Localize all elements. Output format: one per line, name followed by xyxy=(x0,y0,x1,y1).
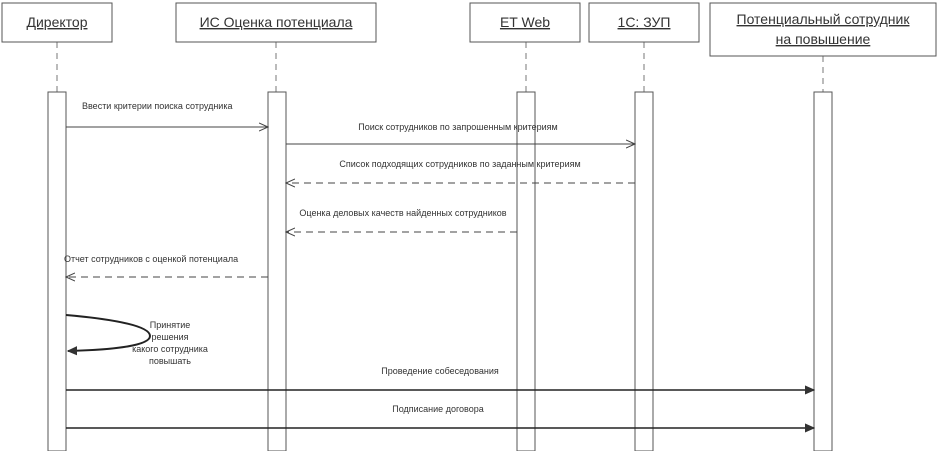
participant-box-etweb xyxy=(469,2,581,43)
participant-is: ИС Оценка потенциала xyxy=(175,2,377,451)
participant-box-zup xyxy=(588,2,700,43)
activation-bar-is xyxy=(267,91,287,451)
message-label: Ввести критерии поиска сотрудника xyxy=(82,101,232,111)
participant-zup: 1С: ЗУП xyxy=(588,2,700,451)
participant-box-candidate xyxy=(709,2,937,57)
activation-bar-zup xyxy=(634,91,654,451)
participant-label-candidate-line-1: Потенциальный сотрудник xyxy=(737,11,911,27)
message-potential-report: Отчет сотрудников с оценкой потенциала xyxy=(64,254,268,277)
participant-candidate: Потенциальный сотрудник на повышение xyxy=(709,2,937,451)
participant-label-is: ИС Оценка потенциала xyxy=(200,14,353,30)
participant-director: Директор xyxy=(1,2,113,451)
message-label-line-3: какого сотрудника xyxy=(132,344,208,354)
message-label: Оценка деловых качеств найденных сотрудн… xyxy=(299,208,506,218)
activation-bar-candidate xyxy=(813,91,833,451)
activation-bar-etweb xyxy=(516,91,536,451)
message-employee-list: Список подходящих сотрудников по заданны… xyxy=(286,159,635,183)
participant-label-candidate-line-2: на повышение xyxy=(776,31,871,47)
message-sign-contract: Подписание договора xyxy=(66,404,814,428)
self-call-arrow xyxy=(65,314,152,351)
message-business-qualities: Оценка деловых качеств найденных сотрудн… xyxy=(286,208,517,232)
participant-label-zup: 1С: ЗУП xyxy=(618,14,671,30)
message-decision-self: Принятие решения какого сотрудника повыш… xyxy=(65,314,208,366)
participant-label-director: Директор xyxy=(27,14,88,30)
message-label: Поиск сотрудников по запрошенным критери… xyxy=(358,122,557,132)
message-label-line-1: Принятие xyxy=(150,320,191,330)
activation-bar-director xyxy=(47,91,67,451)
message-label-line-4: повышать xyxy=(149,356,191,366)
participant-box-is xyxy=(175,2,377,43)
message-interview: Проведение собеседования xyxy=(66,366,814,390)
message-label: Список подходящих сотрудников по заданны… xyxy=(339,159,580,169)
message-label: Отчет сотрудников с оценкой потенциала xyxy=(64,254,238,264)
message-label: Проведение собеседования xyxy=(381,366,499,376)
participant-label-etweb: ET Web xyxy=(500,14,550,30)
message-enter-criteria: Ввести критерии поиска сотрудника xyxy=(66,101,268,127)
message-label-line-2: решения xyxy=(151,332,188,342)
participant-etweb: ET Web xyxy=(469,2,581,451)
message-search-employees: Поиск сотрудников по запрошенным критери… xyxy=(286,122,635,144)
message-label: Подписание договора xyxy=(392,404,483,414)
participant-box-director xyxy=(1,2,113,43)
